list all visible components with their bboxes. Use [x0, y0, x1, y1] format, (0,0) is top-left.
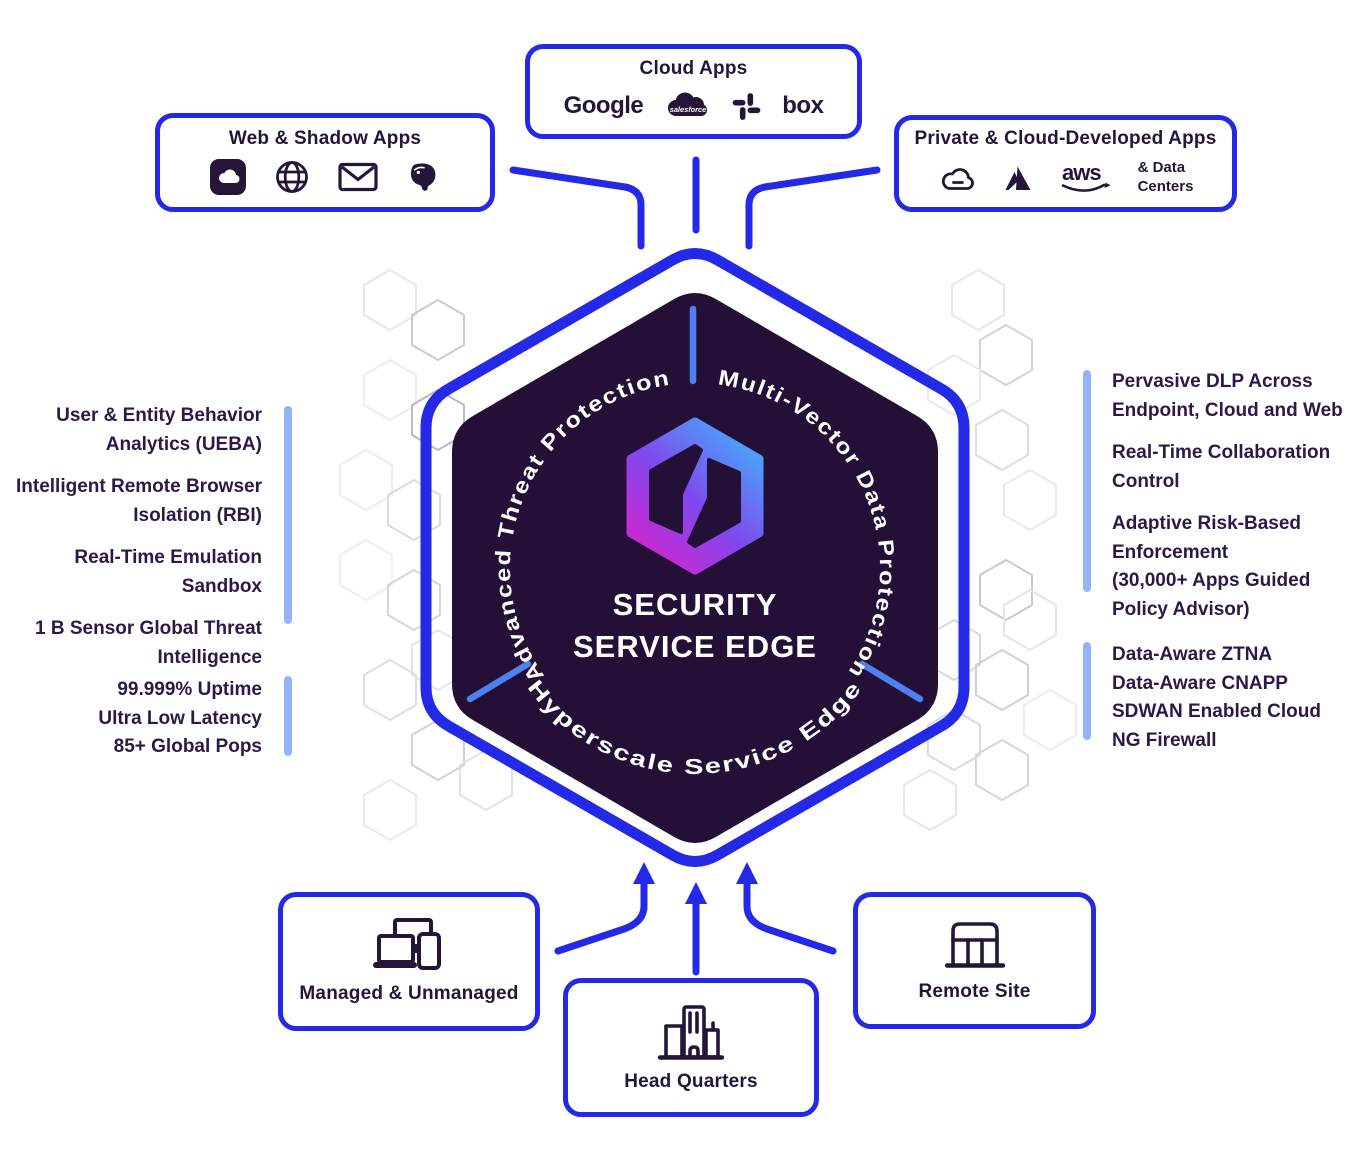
list-item: Data-Aware ZTNA — [1112, 644, 1273, 665]
outer-hexagon-outline — [420, 248, 970, 867]
connector-web-shadow — [509, 166, 645, 250]
list-item: SDWAN Enabled Cloud NG Firewall — [1112, 701, 1321, 751]
list-item: Real-Time Emulation Sandbox — [74, 547, 262, 597]
arrow-hq-head — [685, 882, 707, 904]
list-item: Adaptive Risk-Based Enforcement (30,000+… — [1112, 513, 1311, 620]
arrow-remote-shaft — [743, 878, 837, 955]
left-platform-list: 99.999% Uptime Ultra Low Latency 85+ Glo… — [12, 676, 262, 762]
cloud-app-icon — [210, 159, 246, 195]
web-shadow-title: Web & Shadow Apps — [228, 128, 422, 149]
list-item: 99.999% Uptime — [117, 679, 262, 700]
list-item: Pervasive DLP Across Endpoint, Cloud and… — [1112, 371, 1343, 421]
remote-site-box: Remote Site — [853, 892, 1096, 1029]
slack-icon — [732, 92, 761, 120]
list-item: 85+ Global Pops — [113, 736, 262, 757]
remote-site-title: Remote Site — [918, 981, 1031, 1002]
google-wordmark: Google — [563, 92, 644, 119]
accent-bar-right-top — [1083, 370, 1091, 592]
arrow-remote-head — [736, 862, 758, 884]
buildings-icon — [657, 1005, 725, 1060]
managed-unmanaged-box: Managed & Unmanaged — [278, 892, 540, 1031]
google-cloud-icon — [941, 168, 974, 190]
cloud-apps-box: Cloud Apps Google salesforce box — [525, 44, 862, 139]
arrow-managed-shaft — [554, 878, 648, 955]
aws-wordmark: aws — [1061, 160, 1111, 192]
globe-icon — [276, 161, 308, 193]
accent-bar-right-bottom — [1083, 642, 1091, 740]
salesforce-logo: salesforce — [668, 92, 708, 116]
right-capabilities-list: Pervasive DLP Across Endpoint, Cloud and… — [1112, 368, 1368, 638]
managed-title: Managed & Unmanaged — [299, 983, 519, 1004]
divider-bottom-left — [466, 660, 532, 703]
evernote-icon — [410, 163, 436, 191]
list-item: Data-Aware CNAPP — [1112, 672, 1288, 694]
private-apps-title: Private & Cloud-Developed Apps — [914, 128, 1217, 150]
cloud-apps-title: Cloud Apps — [639, 58, 748, 79]
web-shadow-apps-box: Web & Shadow Apps — [155, 113, 495, 212]
arrow-managed-head — [633, 862, 655, 884]
svg-text:aws: aws — [1062, 160, 1101, 185]
head-quarters-title: Head Quarters — [624, 1071, 758, 1092]
center-title-line2: SERVICE EDGE — [573, 629, 817, 664]
azure-icon — [1005, 166, 1031, 190]
head-quarters-box: Head Quarters — [563, 978, 819, 1117]
list-item: Intelligent Remote Browser Isolation (RB… — [16, 476, 262, 526]
list-item: User & Entity Behavior Analytics (UEBA) — [56, 405, 262, 455]
bottom-arrows — [554, 862, 837, 976]
private-apps-box: Private & Cloud-Developed Apps aws & Dat… — [894, 115, 1237, 212]
accent-bar-left-top — [284, 406, 292, 624]
mail-icon — [338, 162, 378, 192]
data-centers-note: & Data Centers — [1137, 159, 1194, 195]
sse-hexagon-logo-icon — [626, 417, 764, 575]
arc-dividers — [466, 305, 924, 703]
left-capabilities-list: User & Entity Behavior Analytics (UEBA) … — [12, 402, 262, 686]
center-title-line1: SECURITY — [613, 587, 778, 622]
box-wordmark: box — [782, 92, 824, 119]
list-item: Ultra Low Latency — [98, 707, 262, 729]
devices-icon — [373, 918, 441, 970]
list-item: 1 B Sensor Global Threat Intelligence — [35, 618, 262, 668]
list-item: Real-Time Collaboration Control — [1112, 442, 1331, 492]
right-services-list: Data-Aware ZTNA Data-Aware CNAPP SDWAN E… — [1112, 641, 1368, 755]
connector-private-apps — [745, 166, 881, 250]
storefront-icon — [944, 922, 1005, 968]
top-connectors — [509, 156, 881, 250]
svg-text:salesforce: salesforce — [670, 105, 707, 114]
divider-bottom-right — [858, 660, 924, 703]
accent-bar-left-bottom — [284, 676, 292, 756]
